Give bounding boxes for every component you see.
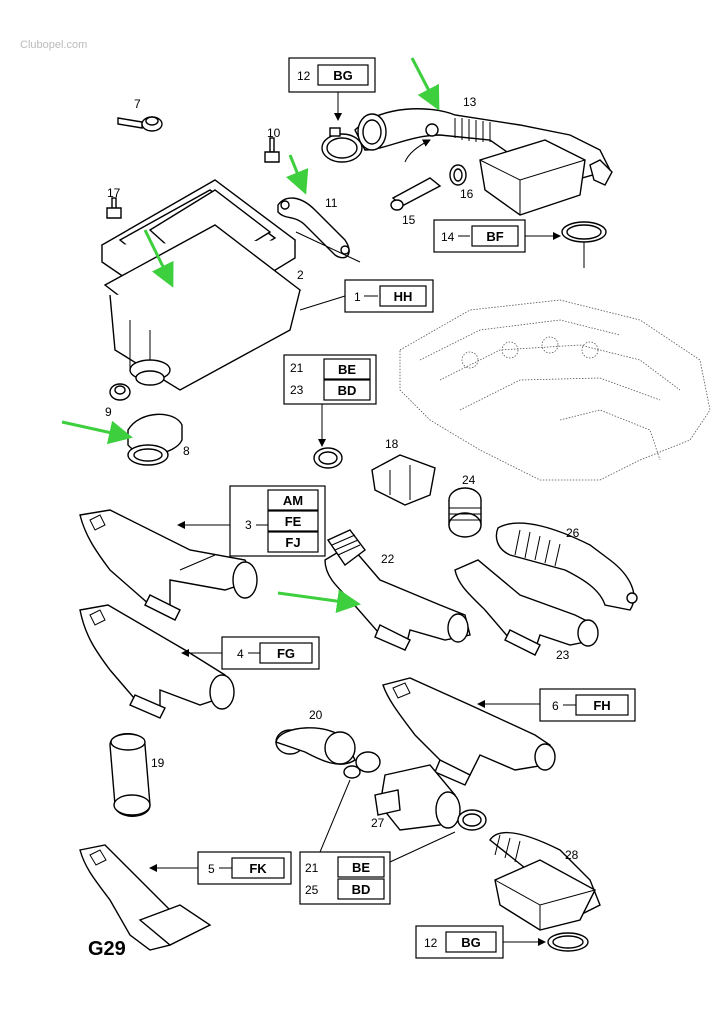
ref-box-14-bf: 14 BF xyxy=(433,219,526,253)
bracket-part-11 xyxy=(277,197,350,259)
svg-text:21: 21 xyxy=(290,361,304,375)
svg-text:25: 25 xyxy=(305,883,319,897)
elbow-part-20 xyxy=(275,727,356,765)
part-label-26: 26 xyxy=(566,526,580,540)
ref-box-4-fg: 4 FG xyxy=(221,636,320,670)
bolt-part-10 xyxy=(264,137,280,163)
svg-text:6: 6 xyxy=(552,699,559,713)
part-label-20: 20 xyxy=(309,708,323,722)
svg-text:BE: BE xyxy=(338,362,356,377)
part-label-2: 2 xyxy=(297,268,304,282)
svg-text:FH: FH xyxy=(593,698,610,713)
pipe-part-23 xyxy=(454,559,599,656)
svg-text:BG: BG xyxy=(333,68,353,83)
svg-text:12: 12 xyxy=(297,69,311,83)
part-label-9: 9 xyxy=(105,405,112,419)
bellows-part-24 xyxy=(448,487,482,538)
part-label-22: 22 xyxy=(381,552,395,566)
seal-ring-part-8 xyxy=(127,413,183,466)
watermark-text: Clubopel.com xyxy=(20,39,87,51)
clamp-bottom xyxy=(547,932,589,952)
part-number-labels: 7 13 10 17 11 16 15 2 9 8 18 24 26 22 23… xyxy=(88,95,580,960)
svg-text:AM: AM xyxy=(283,493,303,508)
engine-outline xyxy=(399,299,711,481)
svg-text:23: 23 xyxy=(290,383,304,397)
part-label-19: 19 xyxy=(151,756,165,770)
leader-lines xyxy=(149,92,561,946)
svg-text:BD: BD xyxy=(338,383,357,398)
svg-text:FK: FK xyxy=(249,861,267,876)
svg-text:HH: HH xyxy=(394,289,413,304)
part-label-10: 10 xyxy=(267,126,281,140)
part-label-11: 11 xyxy=(325,196,338,210)
part-label-28: 28 xyxy=(565,848,579,862)
svg-text:BD: BD xyxy=(352,882,371,897)
clamp-right xyxy=(561,221,607,268)
screw-part-7 xyxy=(117,116,163,132)
clamp-lower xyxy=(343,765,487,831)
part-label-16: 16 xyxy=(460,187,474,201)
hose-part-28 xyxy=(489,832,601,931)
part-label-18: 18 xyxy=(385,437,399,451)
part-label-24: 24 xyxy=(462,473,476,487)
svg-text:5: 5 xyxy=(208,862,215,876)
pipe-part-5 xyxy=(79,844,212,951)
part-label-15: 15 xyxy=(402,213,416,227)
clip-part-18 xyxy=(371,454,436,506)
svg-text:1: 1 xyxy=(354,290,361,304)
ref-box-12-bg-bottom: 12 BG xyxy=(415,925,504,959)
svg-text:BE: BE xyxy=(352,860,370,875)
part-label-13: 13 xyxy=(463,95,477,109)
svg-text:21: 21 xyxy=(305,861,319,875)
svg-text:BF: BF xyxy=(486,229,503,244)
ref-box-1-hh: 1 HH xyxy=(344,279,434,313)
pipe-part-6 xyxy=(382,677,556,786)
grommet-part-9 xyxy=(109,383,131,401)
ref-box-5-fk: 5 FK xyxy=(197,851,292,885)
svg-text:FJ: FJ xyxy=(285,535,300,550)
ref-box-3: 3 AM FE FJ xyxy=(229,485,326,557)
svg-text:12: 12 xyxy=(424,936,438,950)
tube-part-19 xyxy=(109,733,151,817)
svg-text:14: 14 xyxy=(441,230,455,244)
ref-box-21-25: 21 25 BE BD xyxy=(299,851,391,905)
clamp-middle xyxy=(313,447,343,469)
svg-text:3: 3 xyxy=(245,518,252,532)
air-filter-housing xyxy=(100,179,302,391)
svg-text:BG: BG xyxy=(461,935,481,950)
ref-box-21-23: 21 23 BE BD xyxy=(283,354,377,405)
sensor-part-15 xyxy=(390,177,442,211)
pipe-part-4 xyxy=(79,604,235,719)
air-mass-meter-part-27 xyxy=(355,751,461,831)
pipe-part-22 xyxy=(324,529,471,652)
o-ring-part-16 xyxy=(449,164,467,186)
part-label-17: 17 xyxy=(107,186,121,200)
part-label-27: 27 xyxy=(371,816,385,830)
page-code: G29 xyxy=(88,938,126,960)
clamp-top xyxy=(321,127,363,163)
highlight-arrows xyxy=(61,57,440,614)
ref-box-12-bg-top: 12 BG xyxy=(288,57,376,93)
ref-box-6-fh: 6 FH xyxy=(539,688,636,722)
part-label-23: 23 xyxy=(556,648,570,662)
pipe-part-3 xyxy=(79,509,258,621)
part-label-7: 7 xyxy=(134,97,141,111)
svg-text:4: 4 xyxy=(237,647,244,661)
part-label-8: 8 xyxy=(183,444,190,458)
svg-text:FG: FG xyxy=(277,646,295,661)
intake-hose-part-13 xyxy=(354,108,613,216)
bolt-part-17 xyxy=(106,197,122,219)
intake-tube-part-26 xyxy=(495,522,638,611)
svg-text:FE: FE xyxy=(285,514,302,529)
